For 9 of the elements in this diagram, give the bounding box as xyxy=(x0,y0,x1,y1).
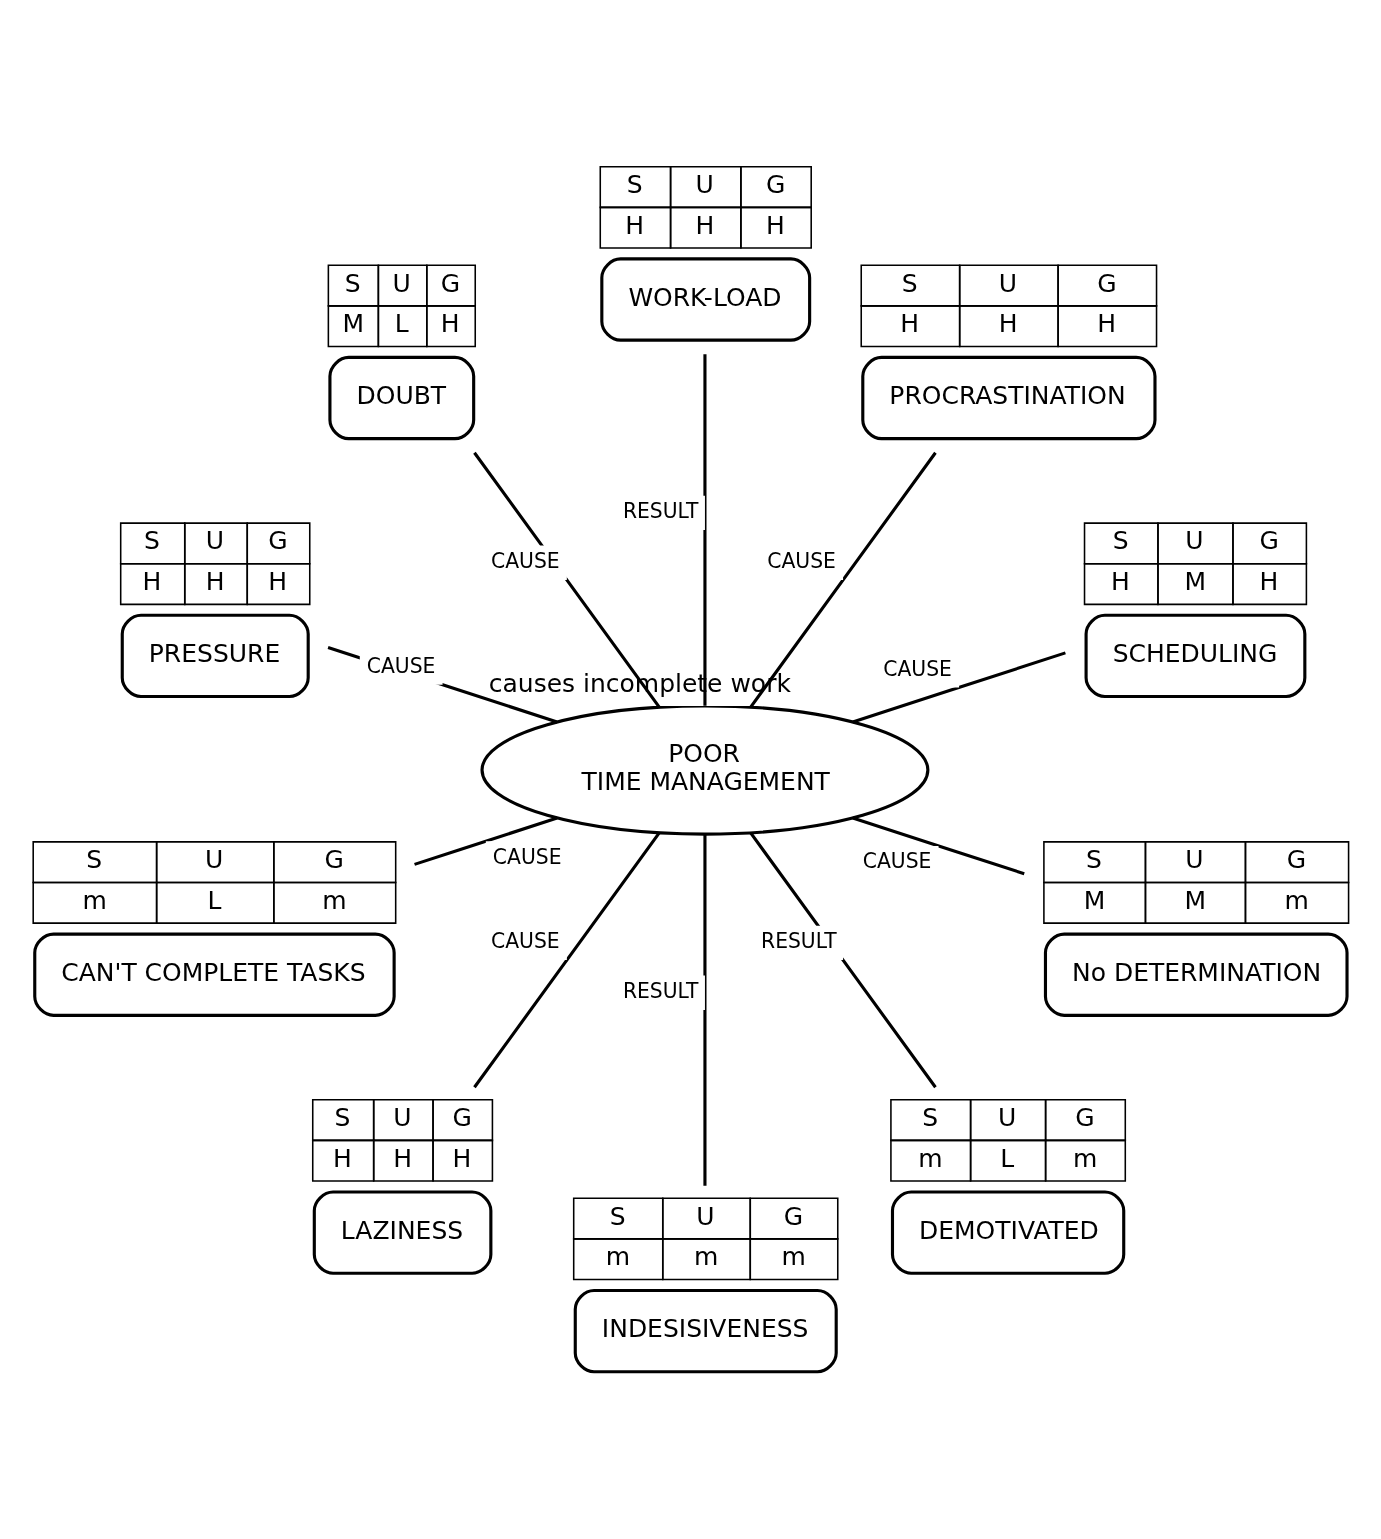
edge-label: RESULT xyxy=(761,928,837,953)
edge-label: CAUSE xyxy=(491,548,560,573)
edge-label: CAUSE xyxy=(862,848,932,873)
edge-label: RESULT xyxy=(622,498,699,523)
edge-label: CAUSE xyxy=(366,653,436,678)
edge-label: CAUSE xyxy=(491,928,560,953)
edge-label: CAUSE xyxy=(767,548,836,573)
edge-label: RESULT xyxy=(622,978,699,1003)
edge-label: CAUSE xyxy=(492,844,562,869)
